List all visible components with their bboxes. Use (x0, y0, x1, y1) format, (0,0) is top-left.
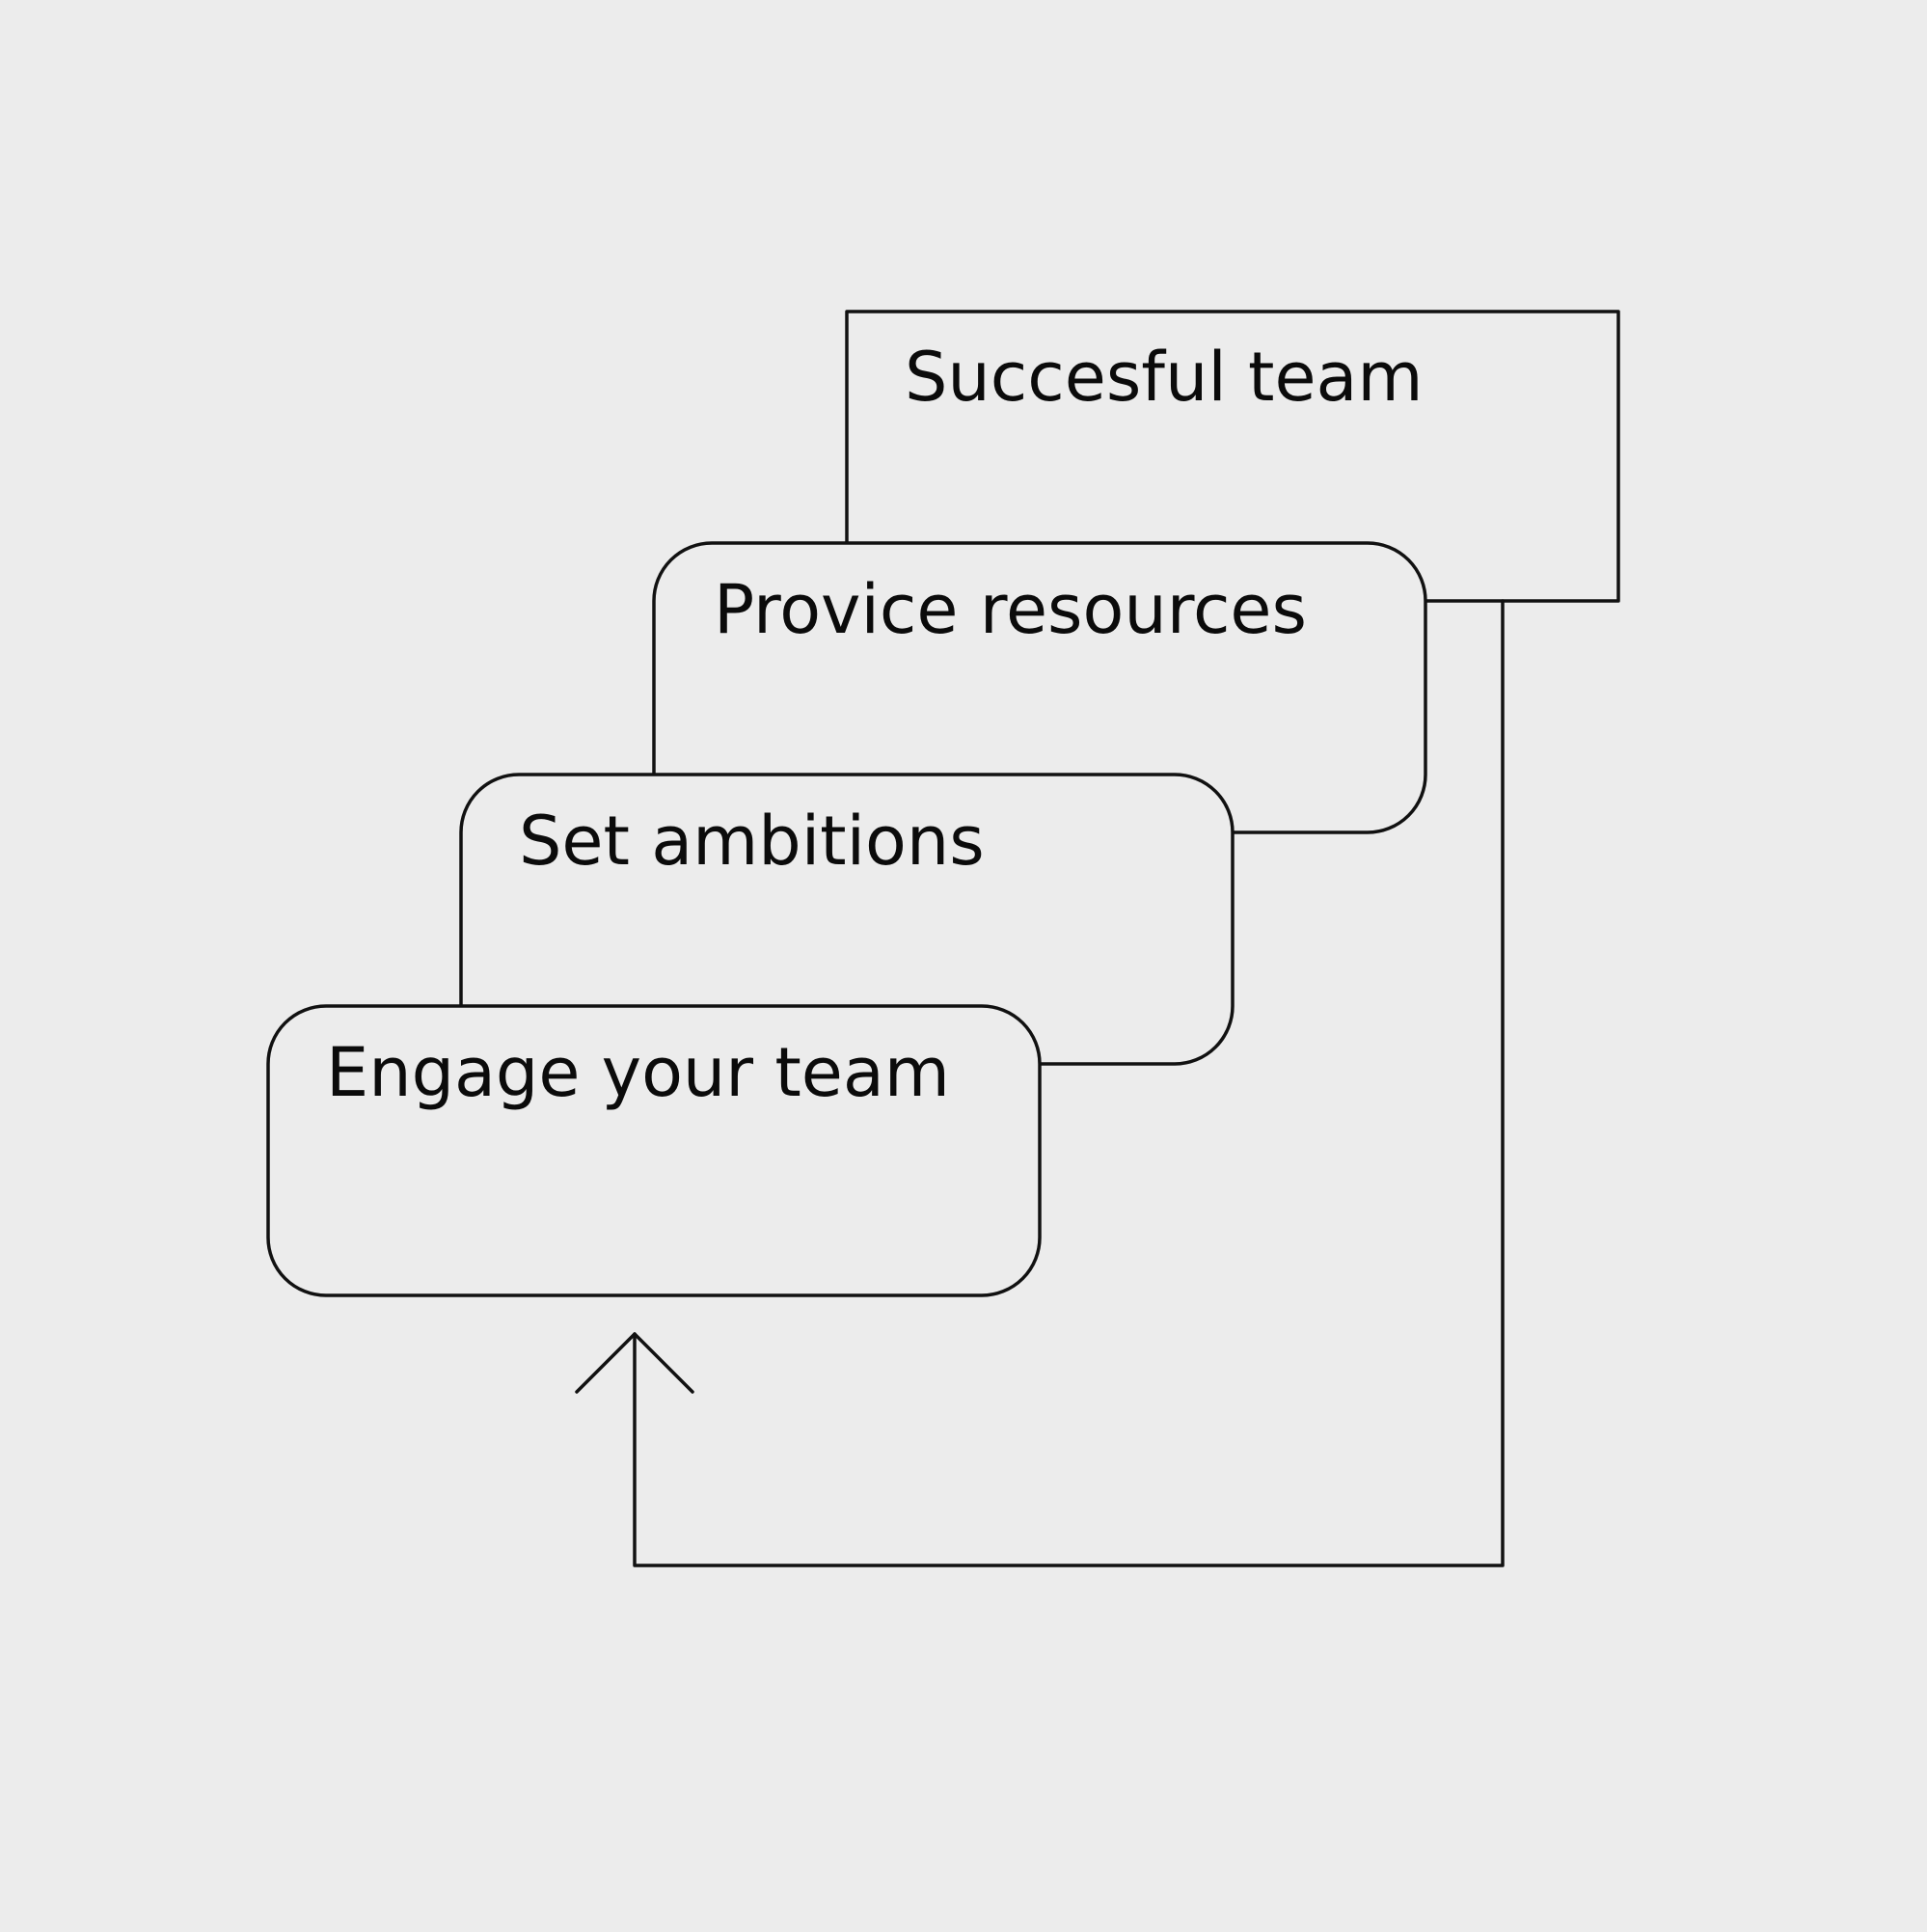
step-set-ambitions: Set ambitions (459, 773, 1235, 1066)
step-successful-team-label: Succesful team (905, 338, 1424, 417)
step-provide-resources-label: Provice resources (714, 570, 1307, 649)
feedback-connector-line (633, 599, 1505, 1567)
step-set-ambitions-label: Set ambitions (519, 802, 985, 881)
step-engage-your-team-label: Engage your team (326, 1033, 950, 1112)
step-engage-your-team-box (266, 1004, 1042, 1297)
step-engage-your-team: Engage your team (266, 1004, 1042, 1297)
arrow-up-icon (575, 1332, 694, 1394)
